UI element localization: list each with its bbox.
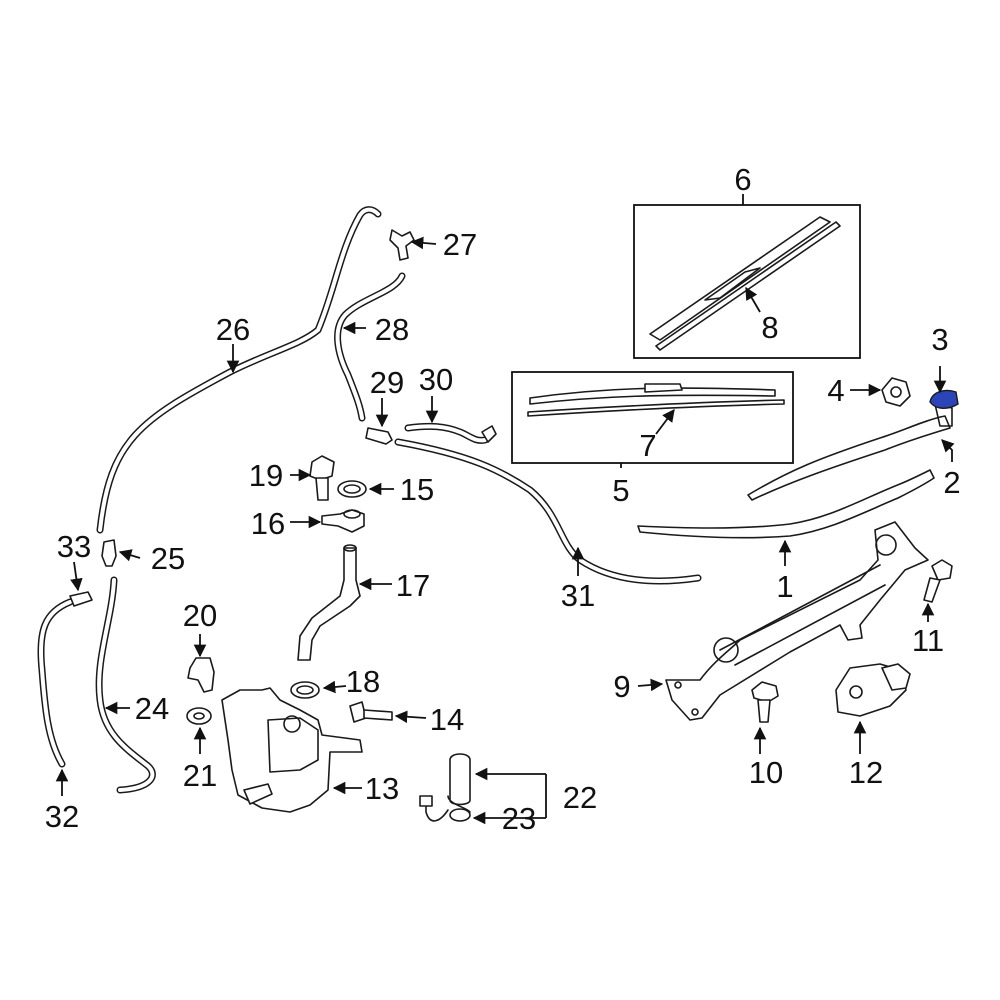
leaders <box>55 194 955 825</box>
callout-26: 26 <box>216 312 250 347</box>
pump-20[interactable] <box>187 657 215 693</box>
bolt-10[interactable] <box>751 681 779 723</box>
callout-17: 17 <box>396 568 430 603</box>
callout-14: 14 <box>430 702 464 737</box>
washer-18[interactable] <box>290 681 320 699</box>
washer-15[interactable] <box>337 480 367 498</box>
connector-29[interactable] <box>365 427 393 445</box>
callout-29: 29 <box>370 365 404 400</box>
callout-19: 19 <box>249 458 283 493</box>
callout-31: 31 <box>561 578 595 613</box>
assembly-box-5 <box>511 371 794 464</box>
bolt-14[interactable] <box>349 701 393 723</box>
connector-33[interactable] <box>69 591 93 607</box>
filler-neck-17[interactable] <box>297 544 361 661</box>
callout-24: 24 <box>135 691 169 726</box>
assembly-box-6 <box>633 204 861 359</box>
callout-21: 21 <box>183 758 217 793</box>
callout-11: 11 <box>912 623 944 658</box>
callout-2: 2 <box>943 465 960 500</box>
callout-20: 20 <box>183 598 217 633</box>
callout-labels: 1 2 3 4 5 6 7 8 9 10 11 12 13 14 15 16 1… <box>45 162 961 836</box>
bolt-11[interactable] <box>923 559 953 603</box>
callout-32: 32 <box>45 799 79 834</box>
callout-8: 8 <box>761 310 778 345</box>
callout-30: 30 <box>419 362 453 397</box>
bolt-19[interactable] <box>309 455 335 501</box>
grommet-23[interactable] <box>449 808 471 822</box>
callout-25: 25 <box>151 541 185 576</box>
callout-5: 5 <box>612 473 629 508</box>
callout-18: 18 <box>346 664 380 699</box>
hose-26[interactable] <box>96 206 382 534</box>
callout-23: 23 <box>502 801 536 836</box>
callout-3: 3 <box>931 322 948 357</box>
grommet-21[interactable] <box>186 707 212 725</box>
nut-4[interactable] <box>881 377 911 407</box>
hose-24[interactable] <box>95 576 156 794</box>
cap-3[interactable] <box>929 389 959 409</box>
callout-7: 7 <box>639 428 656 463</box>
callout-22: 22 <box>563 780 597 815</box>
callout-4: 4 <box>827 373 844 408</box>
callout-6: 6 <box>734 162 751 197</box>
callout-10: 10 <box>749 755 783 790</box>
level-sensor-22[interactable] <box>419 753 471 822</box>
cap-16[interactable] <box>321 509 365 533</box>
linkage-9[interactable] <box>665 521 929 721</box>
callout-27: 27 <box>443 227 477 262</box>
callout-16: 16 <box>251 506 285 541</box>
callout-9: 9 <box>613 669 630 704</box>
reservoir-13[interactable] <box>221 687 363 813</box>
callout-12: 12 <box>849 755 883 790</box>
callout-15: 15 <box>400 472 434 507</box>
hose-28[interactable] <box>334 272 406 422</box>
hose-31[interactable] <box>394 438 702 585</box>
wiper-blade-7[interactable] <box>527 383 785 417</box>
connector-25[interactable] <box>101 539 117 567</box>
callout-1: 1 <box>776 569 793 604</box>
callout-33: 33 <box>57 529 91 564</box>
hose-32[interactable] <box>37 598 74 768</box>
callout-13: 13 <box>365 771 399 806</box>
connector-27[interactable] <box>389 229 415 261</box>
wiper-blade-8[interactable] <box>649 216 841 351</box>
hose-30[interactable] <box>404 422 497 444</box>
motor-12[interactable] <box>835 663 911 717</box>
callout-28: 28 <box>375 312 409 347</box>
wiper-arm-1[interactable] <box>637 469 935 539</box>
